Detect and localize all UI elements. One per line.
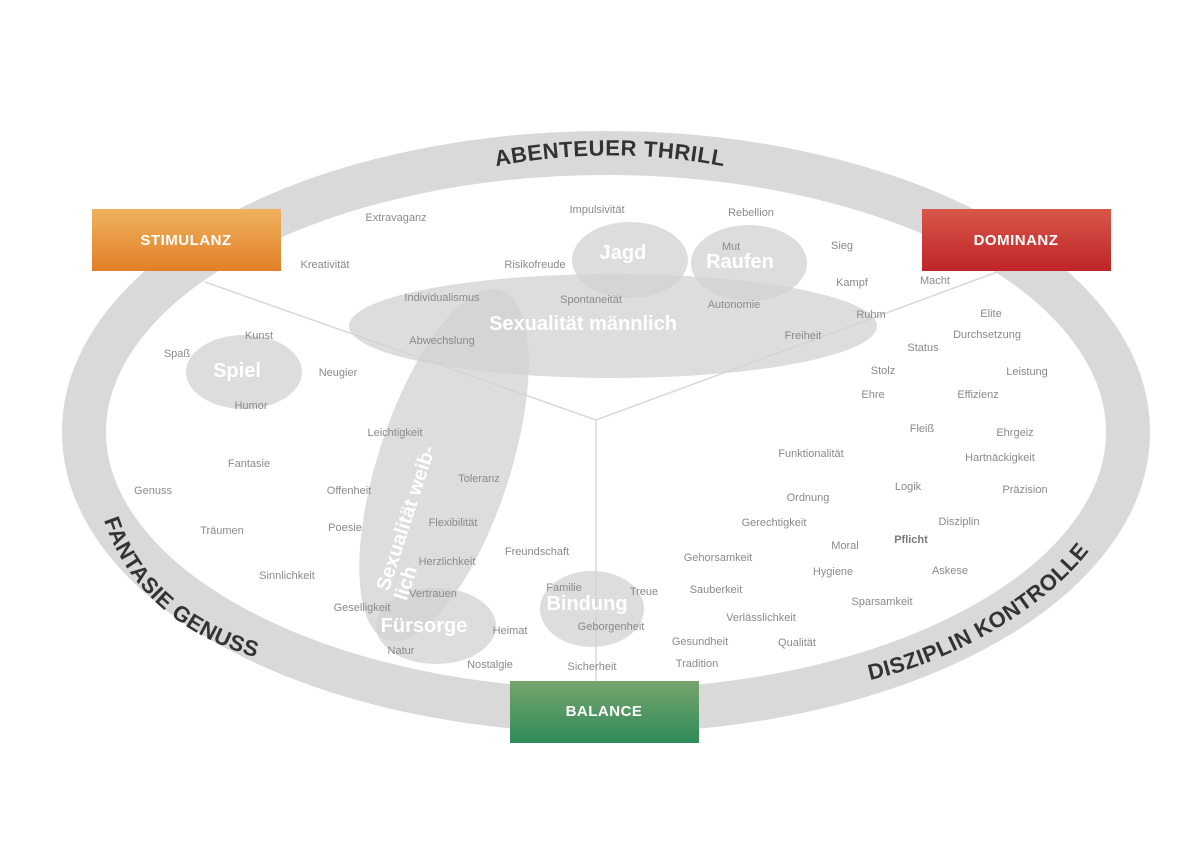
word-extravaganz: Extravaganz [365, 212, 426, 224]
word-verlaesslichkeit: Verlässlichkeit [726, 612, 796, 624]
word-macht: Macht [920, 275, 950, 287]
word-spass: Spaß [164, 348, 191, 360]
word-ehrgeiz: Ehrgeiz [996, 427, 1033, 439]
word-leichtigkeit: Leichtigkeit [367, 427, 422, 439]
word-gesundheit: Gesundheit [672, 636, 728, 648]
word-leistung: Leistung [1006, 366, 1048, 378]
word-effizienz: Effizienz [957, 389, 998, 401]
word-kreativitaet: Kreativität [301, 259, 350, 271]
cluster-spiel: Spiel [213, 360, 261, 382]
word-familie: Familie [546, 582, 581, 594]
word-hartnaeckigkeit: Hartnäckigkeit [965, 452, 1035, 464]
word-genuss: Genuss [134, 485, 172, 497]
word-autonomie: Autonomie [708, 299, 761, 311]
word-abwechslung: Abwechslung [409, 335, 474, 347]
box-balance: BALANCE [510, 681, 699, 743]
box-stimulanz: STIMULANZ [92, 209, 281, 271]
word-funktionalitaet: Funktionalität [778, 448, 843, 460]
bubble-sexualitaet-weiblich [359, 288, 529, 642]
word-qualitaet: Qualität [778, 637, 816, 649]
box-dominanz: DOMINANZ [922, 209, 1111, 271]
word-askese: Askese [932, 565, 968, 577]
word-tradition: Tradition [676, 658, 718, 670]
word-geborgenheit: Geborgenheit [578, 621, 645, 633]
word-sicherheit: Sicherheit [568, 661, 617, 673]
word-ehre: Ehre [861, 389, 884, 401]
bubble-spiel [186, 335, 302, 409]
word-geselligkeit: Geselligkeit [334, 602, 391, 614]
box-dominanz-label: DOMINANZ [974, 232, 1059, 249]
word-sauberkeit: Sauberkeit [690, 584, 743, 596]
word-neugier: Neugier [319, 367, 358, 379]
word-individualismus: Individualismus [404, 292, 480, 304]
word-durchsetzung: Durchsetzung [953, 329, 1021, 341]
word-offenheit: Offenheit [327, 485, 371, 497]
word-logik: Logik [895, 481, 922, 493]
word-hygiene: Hygiene [813, 566, 853, 578]
word-vertrauen: Vertrauen [409, 588, 457, 600]
word-gerechtigkeit: Gerechtigkeit [742, 517, 807, 529]
word-fleiss: Fleiß [910, 423, 935, 435]
word-freiheit: Freiheit [785, 330, 822, 342]
cluster-raufen: Raufen [706, 251, 774, 273]
word-disziplin: Disziplin [939, 516, 980, 528]
word-kunst: Kunst [245, 330, 273, 342]
word-elite: Elite [980, 308, 1001, 320]
bubble-fuersorge [376, 588, 496, 664]
bubble-jagd [572, 222, 688, 298]
cluster-jagd: Jagd [600, 242, 647, 264]
word-ruhm: Ruhm [856, 309, 885, 321]
box-balance-label: BALANCE [566, 703, 643, 720]
cluster-bindung: Bindung [546, 593, 627, 615]
box-stimulanz-label: STIMULANZ [140, 232, 231, 249]
value-words: Impulsivität Rebellion Extravaganz Mut S… [134, 204, 1048, 673]
word-natur: Natur [388, 645, 415, 657]
word-toleranz: Toleranz [458, 473, 500, 485]
word-kampf: Kampf [836, 277, 869, 289]
word-ordnung: Ordnung [787, 492, 830, 504]
bubble-raufen [691, 225, 807, 301]
word-nostalgie: Nostalgie [467, 659, 513, 671]
word-treue: Treue [630, 586, 658, 598]
word-sinnlichkeit: Sinnlichkeit [259, 570, 315, 582]
word-moral: Moral [831, 540, 859, 552]
word-heimat: Heimat [493, 625, 528, 637]
word-impulsivitaet: Impulsivität [569, 204, 624, 216]
word-humor: Humor [234, 400, 267, 412]
word-poesie: Poesie [328, 522, 362, 534]
word-traeumen: Träumen [200, 525, 244, 537]
word-mut: Mut [722, 241, 740, 253]
cluster-sexualitaet-maennlich: Sexualität männlich [489, 313, 677, 335]
word-spontaneitaet: Spontaneität [560, 294, 622, 306]
word-rebellion: Rebellion [728, 207, 774, 219]
cluster-bubbles [186, 222, 877, 664]
word-freundschaft: Freundschaft [505, 546, 569, 558]
word-pflicht: Pflicht [894, 534, 928, 546]
word-gehorsamkeit: Gehorsamkeit [684, 552, 752, 564]
word-risikofreude: Risikofreude [504, 259, 565, 271]
word-status: Status [907, 342, 939, 354]
word-sparsamkeit: Sparsamkeit [851, 596, 912, 608]
word-flexibilitaet: Flexibilität [429, 517, 478, 529]
word-praezision: Präzision [1002, 484, 1047, 496]
word-herzlichkeit: Herzlichkeit [419, 556, 476, 568]
word-stolz: Stolz [871, 365, 895, 377]
word-fantasie: Fantasie [228, 458, 270, 470]
cluster-fuersorge: Fürsorge [381, 615, 468, 637]
bubble-bindung [540, 571, 644, 647]
word-sieg: Sieg [831, 240, 853, 252]
